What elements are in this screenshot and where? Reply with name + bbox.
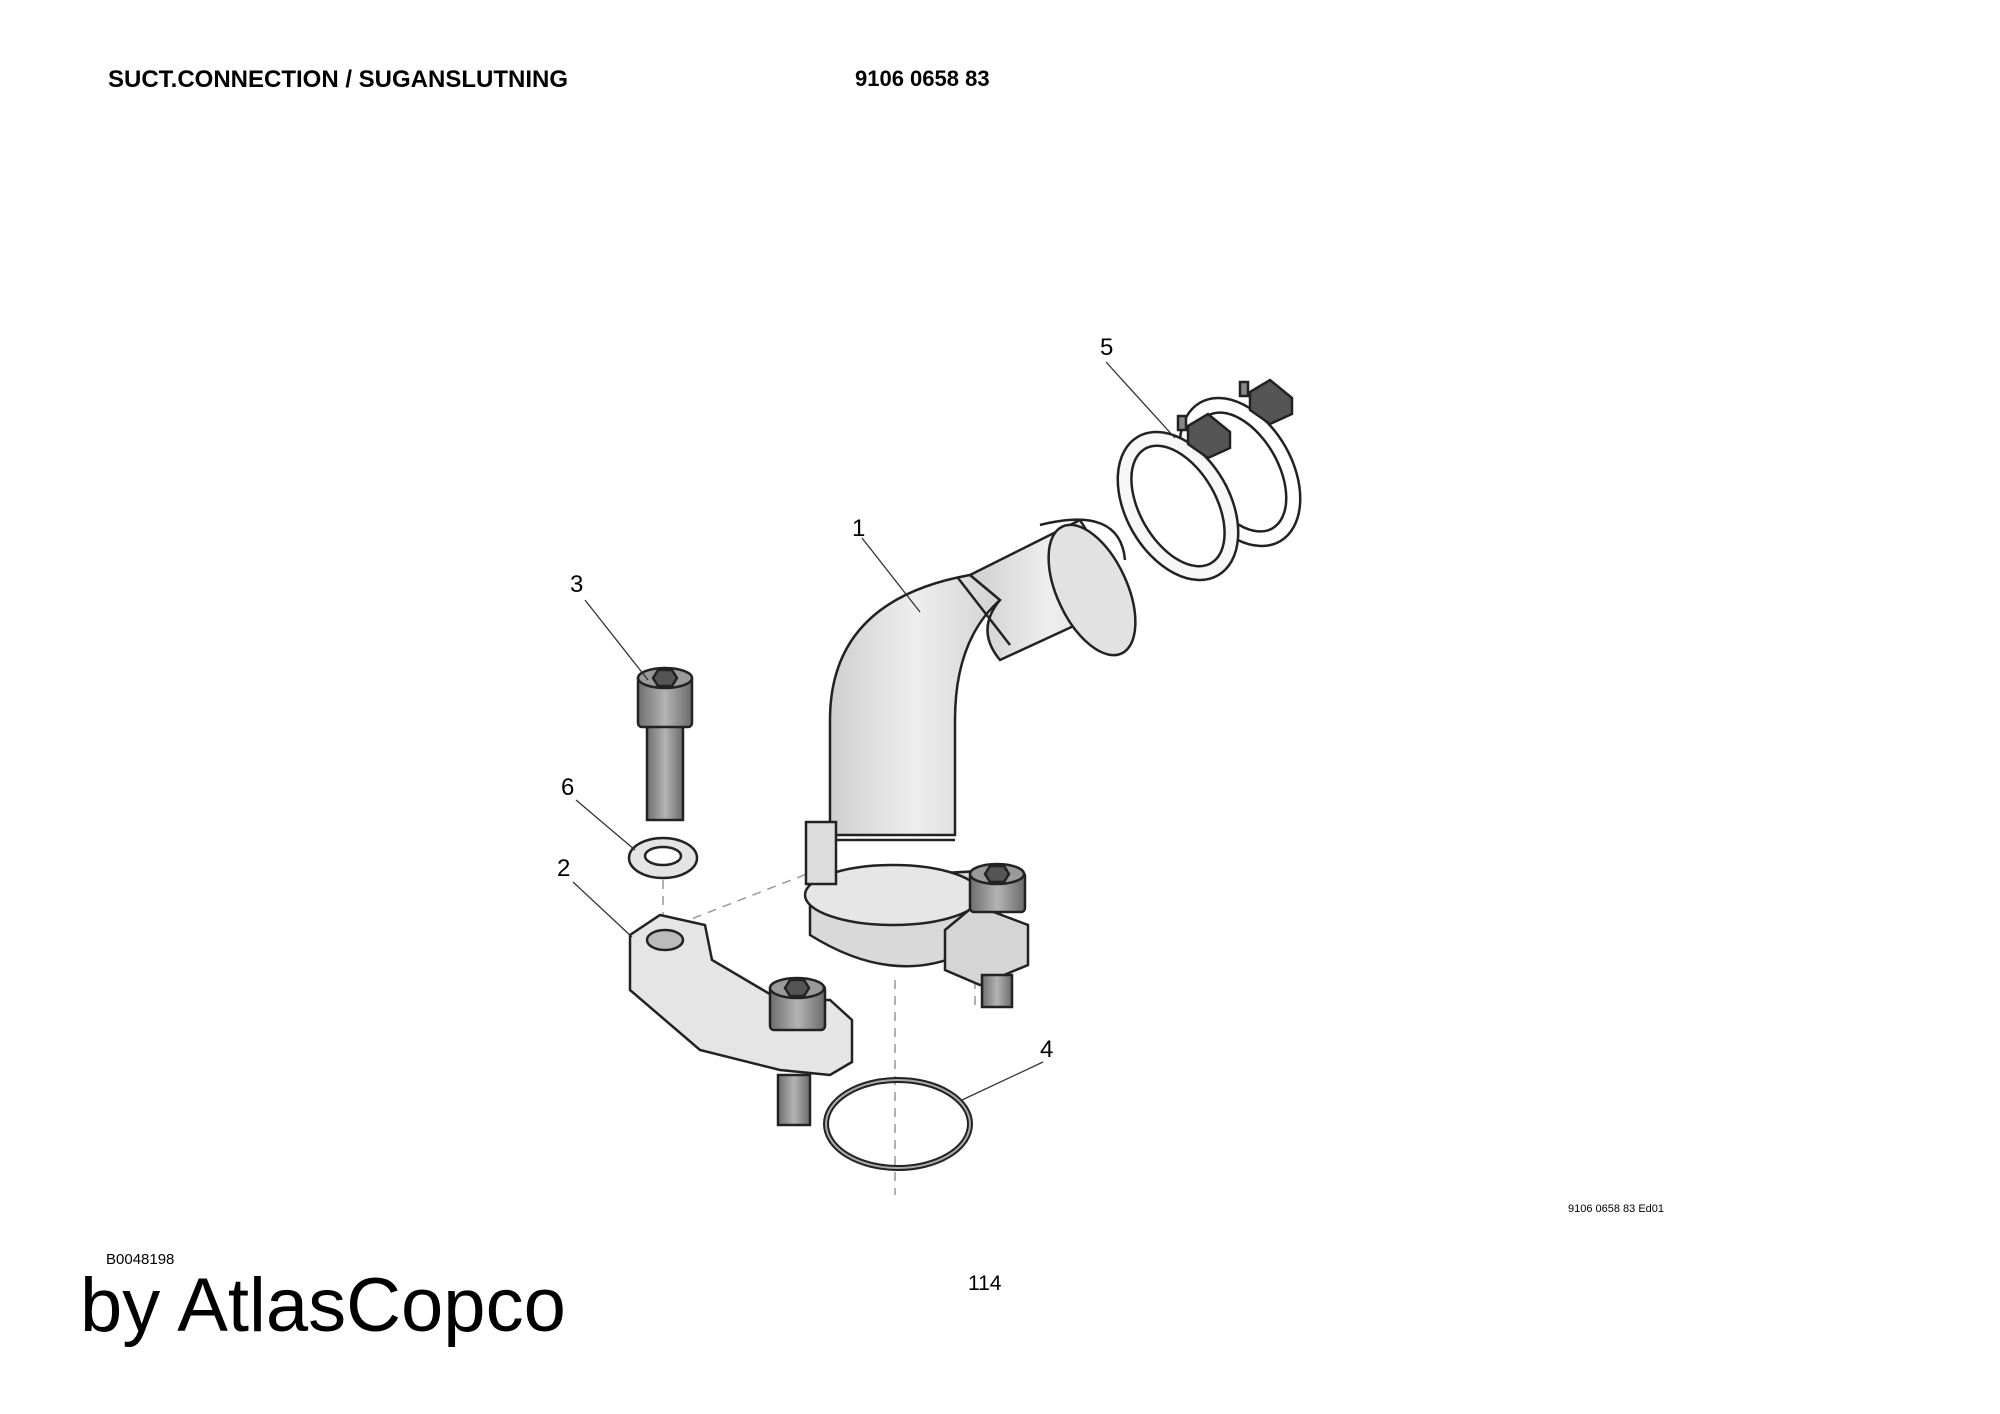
flange-bolt-right xyxy=(968,862,1027,1009)
callout-3: 3 xyxy=(570,571,583,598)
document-number: B0048198 xyxy=(106,1251,175,1268)
callout-5: 5 xyxy=(1100,334,1113,361)
washer xyxy=(627,836,699,880)
half-flange-clamp xyxy=(628,913,854,1127)
brand-footer: by AtlasCopco xyxy=(80,1263,566,1348)
drawing-reference: 9106 0658 83 Ed01 xyxy=(1568,1203,1665,1215)
cap-screw xyxy=(636,666,694,822)
part-number: 9106 0658 83 xyxy=(855,66,990,91)
page-number: 114 xyxy=(968,1272,1002,1295)
callout-4: 4 xyxy=(1040,1036,1053,1063)
callout-2: 2 xyxy=(557,855,570,882)
callout-1: 1 xyxy=(852,515,865,542)
page-title: SUCT.CONNECTION / SUGANSLUTNING xyxy=(108,66,569,93)
callout-6: 6 xyxy=(561,774,574,801)
suction-elbow-pipe xyxy=(803,518,1137,987)
leader-lines xyxy=(572,361,1176,1101)
hose-clamp-pair xyxy=(1116,378,1302,582)
o-ring xyxy=(823,1077,973,1171)
